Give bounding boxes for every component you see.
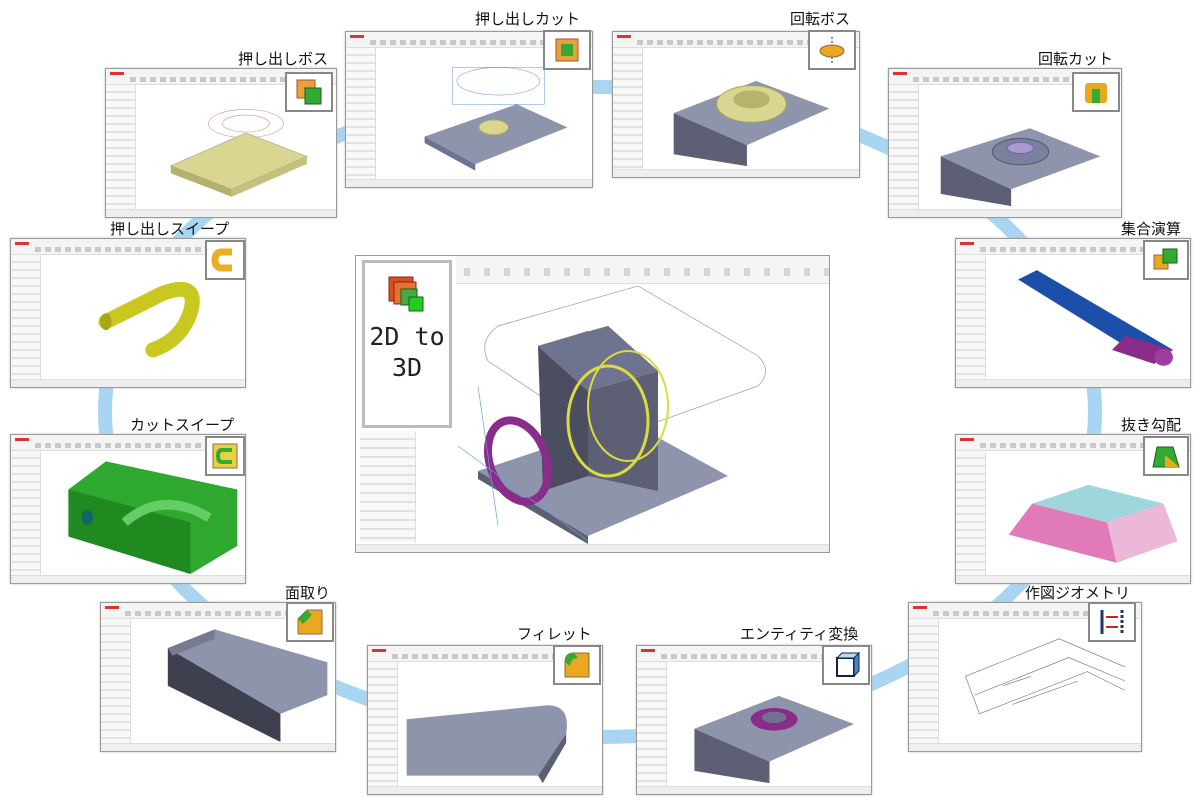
revolved-boss-icon — [808, 30, 856, 70]
extruded-cut-icon — [543, 30, 591, 70]
feature-card-combine[interactable]: 集合演算 — [955, 218, 1191, 388]
property-manager — [360, 431, 416, 542]
construction-geometry-icon — [1088, 602, 1136, 642]
feature-card-swept-cut[interactable]: カットスイープ — [10, 414, 246, 584]
extruded-boss-icon — [285, 72, 333, 112]
feature-label: フィレット — [517, 625, 592, 643]
cad-viewport — [137, 86, 336, 208]
feature-card-extruded-cut[interactable]: 押し出しカット — [345, 8, 593, 188]
cad-viewport — [668, 663, 871, 785]
feature-label: 押し出しカット — [475, 10, 581, 28]
cad-viewport — [377, 49, 592, 178]
fillet-icon — [553, 645, 601, 685]
cad-viewport — [399, 663, 602, 785]
cad-viewport — [920, 86, 1121, 208]
feature-card-draft[interactable]: 抜き勾配 — [955, 414, 1191, 584]
feature-label: 回転カット — [1038, 50, 1114, 68]
toolbar — [456, 256, 829, 284]
cad-viewport — [987, 452, 1190, 574]
chamfer-icon — [286, 602, 334, 642]
feature-card-chamfer[interactable]: 面取り — [100, 582, 336, 752]
convert-entities-icon — [822, 645, 870, 685]
cad-viewport — [940, 620, 1141, 742]
feature-label: 集合演算 — [1121, 220, 1182, 238]
draft-icon — [1143, 436, 1189, 476]
swept-boss-icon — [205, 240, 245, 280]
cad-viewport — [644, 49, 859, 168]
cad-viewport — [42, 452, 245, 574]
cad-viewport — [42, 256, 245, 378]
cad-viewport — [132, 620, 335, 742]
cad-viewport — [987, 256, 1190, 378]
feature-label: 回転ボス — [790, 10, 851, 28]
feature-card-swept-boss[interactable]: 押し出しスイープ — [10, 218, 246, 388]
combine-icon — [1143, 240, 1189, 280]
feature-label: 面取り — [285, 584, 331, 602]
feature-label: 押し出しボス — [238, 50, 329, 68]
revolved-cut-icon — [1072, 72, 1120, 112]
status-bar — [356, 544, 829, 552]
feature-label: エンティティ変換 — [740, 625, 859, 643]
feature-card-convert-entities[interactable]: エンティティ変換 — [636, 623, 872, 795]
feature-card-extruded-boss[interactable]: 押し出しボス — [105, 48, 337, 218]
feature-card-revolved-cut[interactable]: 回転カット — [888, 48, 1122, 218]
feature-card-construction-geometry[interactable]: 作図ジオメトリ — [908, 582, 1142, 752]
cad-viewport — [457, 286, 766, 544]
feature-label: カットスイープ — [130, 416, 235, 434]
feature-label: 押し出しスイープ — [110, 220, 230, 238]
2d-to-3d-icon — [388, 276, 424, 312]
feature-label: 作図ジオメトリ — [1025, 584, 1131, 602]
swept-cut-icon — [205, 436, 245, 476]
feature-card-revolved-boss[interactable]: 回転ボス — [612, 8, 860, 178]
feature-label: 抜き勾配 — [1121, 416, 1182, 434]
feature-card-fillet[interactable]: フィレット — [367, 623, 603, 795]
